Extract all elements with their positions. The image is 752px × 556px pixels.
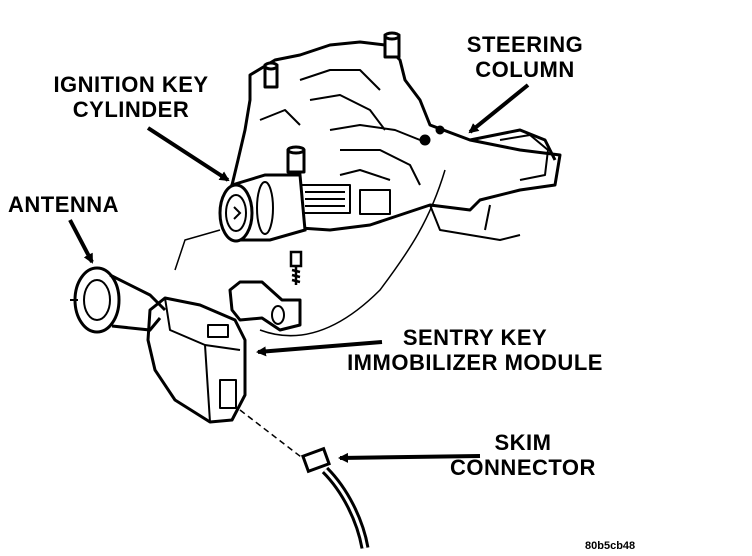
arrow-steering-column (468, 83, 530, 134)
sentry-key-immobilizer-module (146, 280, 302, 424)
label-sentry-key-module: SENTRY KEY IMMOBILIZER MODULE (330, 325, 620, 375)
label-steering-column-line2: COLUMN (475, 57, 575, 82)
ignition-key-cylinder (218, 173, 307, 243)
antenna-ring (70, 266, 167, 334)
label-sentry-key-module-line1: SENTRY KEY (402, 325, 548, 350)
label-steering-column: STEERING COLUMN (455, 32, 595, 82)
label-antenna: ANTENNA (8, 192, 120, 217)
leader-arrows (68, 83, 530, 463)
skim-connector-part (239, 409, 370, 549)
label-ignition-key-cylinder: IGNITION KEY CYLINDER (48, 72, 214, 122)
antenna-wire (174, 169, 446, 337)
mounting-bolt (289, 250, 303, 285)
steering-column (230, 31, 562, 241)
label-ignition-key-cylinder-line1: IGNITION KEY (53, 72, 209, 97)
figure-code: 80b5cb48 (585, 540, 636, 552)
label-skim-connector-line2: CONNECTOR (450, 455, 596, 480)
arrow-skim-connector (338, 452, 481, 463)
label-steering-column-line1: STEERING (466, 32, 584, 57)
arrow-antenna (68, 219, 94, 264)
label-ignition-key-cylinder-line2: CYLINDER (72, 97, 190, 122)
label-skim-connector-line1: SKIM (494, 430, 552, 455)
arrow-sentry-key-module (256, 340, 383, 357)
label-sentry-key-module-line2: IMMOBILIZER MODULE (347, 350, 603, 375)
label-skim-connector: SKIM CONNECTOR (448, 430, 598, 480)
arrow-ignition-key-cylinder (146, 126, 230, 182)
